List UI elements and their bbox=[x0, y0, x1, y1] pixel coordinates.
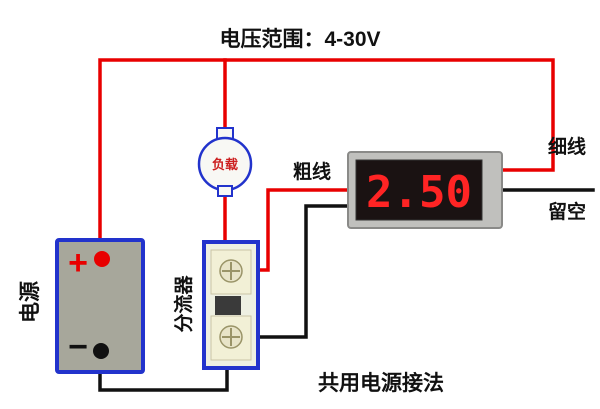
meter-screen bbox=[355, 159, 483, 221]
battery-plus-terminal bbox=[94, 251, 110, 267]
battery-body bbox=[55, 238, 145, 374]
load-bottom-terminal bbox=[217, 185, 233, 197]
load: 负载 bbox=[197, 127, 253, 197]
battery-minus-terminal bbox=[93, 343, 109, 359]
thin-wire-label: 细线 bbox=[548, 135, 586, 158]
red-main-wire bbox=[98, 58, 555, 262]
common-supply-note: 共用电源接法 bbox=[318, 371, 444, 395]
meter-reading: 2.50 bbox=[366, 167, 472, 218]
leave-blank-label: 留空 bbox=[548, 200, 586, 223]
shunt-bottom-screw bbox=[219, 325, 243, 349]
shunt: 分流器 bbox=[172, 240, 260, 370]
load-label: 负载 bbox=[212, 157, 238, 172]
shunt-resistor-block bbox=[215, 296, 241, 315]
shunt-label: 分流器 bbox=[172, 275, 195, 333]
voltage-range-label: 电压范围：4-30V bbox=[219, 28, 380, 51]
battery: + − 电源 bbox=[19, 238, 145, 374]
black-meter-to-shunt-wire bbox=[244, 204, 350, 339]
thick-wire-label: 粗线 bbox=[293, 160, 331, 183]
voltmeter-display: 2.50 bbox=[347, 151, 503, 229]
battery-minus-symbol: − bbox=[68, 328, 88, 366]
shunt-top-screw bbox=[219, 259, 243, 283]
battery-label: 电源 bbox=[19, 281, 42, 323]
battery-plus-symbol: + bbox=[68, 244, 88, 282]
